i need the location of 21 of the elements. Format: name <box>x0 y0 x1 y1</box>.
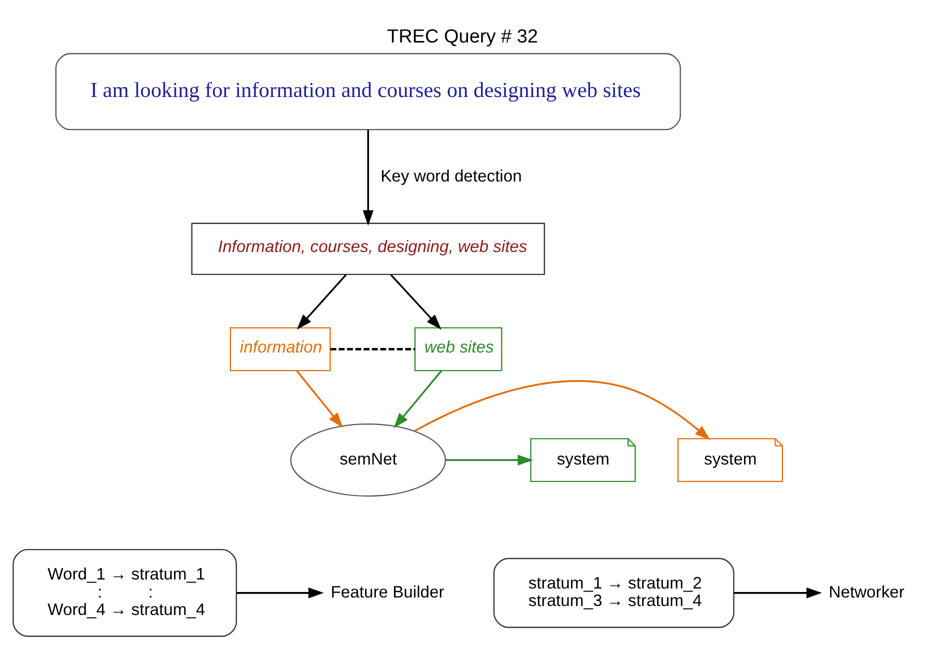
node-text: Feature Builder <box>330 582 444 602</box>
edge-label: Key word detection <box>380 166 522 186</box>
arrow <box>394 370 442 428</box>
node-box: I am looking for information and courses on designing web sites <box>55 53 681 130</box>
arrow <box>236 588 324 598</box>
diagram-title: TREC Query # 32 <box>387 26 538 48</box>
node-box: web sites <box>414 327 502 372</box>
node-box: stratum_1 → stratum_2 stratum_3 → stratum_4 <box>493 558 734 628</box>
connector <box>330 348 415 350</box>
arrow <box>296 370 344 428</box>
arrow <box>414 380 710 440</box>
arrow <box>362 130 374 226</box>
arrow <box>734 588 822 598</box>
arrow <box>390 274 442 330</box>
node-ellipse: semNet <box>290 424 446 497</box>
node-box: Information, courses, designing, web sites <box>191 222 545 275</box>
arrow <box>446 454 534 466</box>
node-text: Networker <box>828 582 904 602</box>
node-box: information <box>230 327 331 372</box>
arrow <box>296 274 347 330</box>
node-box: Word_1 → stratum_1 : : Word_4 → stratum_4 <box>12 549 237 637</box>
